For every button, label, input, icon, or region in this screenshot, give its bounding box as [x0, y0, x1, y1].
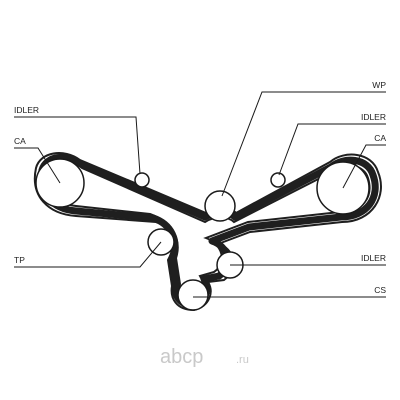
label-wp: WP	[372, 80, 386, 90]
label-idler-left: IDLER	[14, 105, 39, 115]
leader-ca-left	[14, 147, 61, 184]
leader-ca-right	[342, 144, 386, 189]
watermark-brand: abcp	[160, 346, 203, 368]
label-idler-right-top: IDLER	[361, 112, 386, 122]
crankshaft-pulley	[177, 279, 209, 311]
label-ca-right: CA	[374, 133, 386, 143]
label-ca-left: CA	[14, 136, 26, 146]
idler-pulley-left-top	[134, 172, 150, 188]
water-pump-pulley	[204, 190, 236, 222]
idler-pulley-right-top	[270, 172, 286, 188]
leader-tp	[14, 241, 162, 268]
watermark: abcp .ru	[160, 346, 249, 368]
watermark-suffix: .ru	[236, 354, 249, 366]
label-cs: CS	[374, 285, 386, 295]
leader-idler-left	[14, 116, 141, 175]
leader-idler-right-top	[278, 123, 386, 176]
leader-wp	[221, 91, 386, 197]
label-tp: TP	[14, 255, 25, 265]
label-idler-right-bottom: IDLER	[361, 253, 386, 263]
